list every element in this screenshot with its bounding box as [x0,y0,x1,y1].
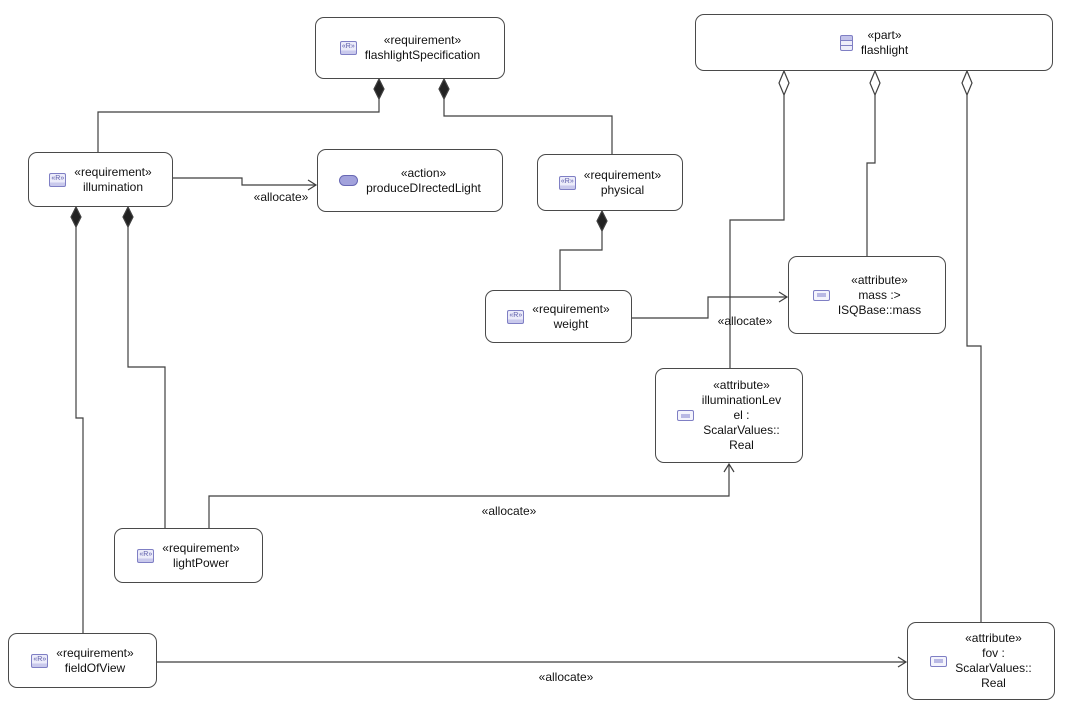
node-illumination[interactable]: «R» «requirement»illumination [28,152,173,207]
open-arrowhead-icon [897,656,908,668]
node-name: fieldOfView [64,660,126,675]
node-name: flashlightSpecification [364,48,481,62]
shared-diamond-icon [961,69,973,97]
attribute-icon [676,410,694,421]
requirement-icon: «R» [507,309,525,324]
allocate-label: «allocate» [481,504,537,518]
node-text: «requirement»illumination [74,165,151,195]
attribute-icon [812,289,830,301]
attribute-icon [930,655,948,667]
open-arrowhead-icon [307,179,318,191]
allocate-label: «allocate» [538,670,594,684]
edge-composition-spec-physical[interactable] [443,99,613,154]
node-name: lightPower [172,555,229,570]
edge-composition-spec-illumination[interactable] [97,99,380,152]
node-stereotype: «requirement» [162,540,240,555]
action-icon [339,175,359,186]
node-flashlightspecification[interactable]: «R» «requirement»flashlightSpecification [315,17,505,79]
edge-shared-flashlight-mass[interactable] [866,95,876,256]
shared-diamond-icon [778,69,790,97]
edge-shared-flashlight-illuminationlevel[interactable] [729,95,785,368]
shared-diamond-icon [869,69,881,97]
node-fov[interactable]: «attribute»fov : ScalarValues:: Real [907,622,1055,700]
node-name: illuminationLev el : ScalarValues:: Real [701,393,782,452]
node-physical[interactable]: «R» «requirement»physical [537,154,683,211]
allocate-label: «allocate» [253,190,309,204]
node-text: «requirement»flashlightSpecification [365,33,480,63]
node-text: «requirement»weight [532,302,609,332]
node-mass[interactable]: «attribute»mass :> ISQBase::mass [788,256,946,334]
requirement-icon: «R» [49,172,67,187]
requirement-icon: «R» [558,175,576,190]
open-arrowhead-icon [778,291,789,303]
node-illuminationlevel[interactable]: «attribute»illuminationLev el : ScalarVa… [655,368,803,463]
allocate-label: «allocate» [717,314,773,328]
edge-allocate-illumination-producedirectedlight[interactable] [173,177,315,186]
composition-diamond-icon [122,205,134,229]
node-stereotype: «requirement» [74,164,152,179]
node-flashlight[interactable]: «part»flashlight [695,14,1053,71]
composition-diamond-icon [596,209,608,233]
node-producedirectedlight[interactable]: «action»produceDIrectedLight [317,149,503,212]
open-arrowhead-icon [723,462,735,473]
node-name: flashlight [860,42,909,57]
node-text: «requirement»fieldOfView [56,646,133,676]
requirement-icon: «R» [31,653,49,668]
edge-composition-illumination-fieldofview[interactable] [75,227,84,633]
node-name: mass :> ISQBase::mass [837,287,922,317]
node-text: «attribute»mass :> ISQBase::mass [838,273,921,318]
node-text: «part»flashlight [861,28,908,58]
node-text: «attribute»illuminationLev el : ScalarVa… [702,378,781,453]
edge-composition-physical-weight[interactable] [559,231,603,290]
node-name: weight [553,316,589,331]
node-stereotype: «requirement» [532,301,610,316]
node-stereotype: «attribute» [965,631,1022,645]
node-stereotype: «part» [867,27,902,42]
node-stereotype: «attribute» [713,378,770,392]
edge-shared-flashlight-fov[interactable] [966,95,982,622]
node-stereotype: «attribute» [851,272,908,287]
composition-diamond-icon [70,205,82,229]
edge-composition-illumination-lightpower[interactable] [127,227,166,528]
edge-allocate-weight-mass[interactable] [632,296,786,319]
requirement-icon: «R» [339,41,357,55]
node-stereotype: «requirement» [383,33,462,47]
node-lightpower[interactable]: «R» «requirement»lightPower [114,528,263,583]
node-fieldofview[interactable]: «R» «requirement»fieldOfView [8,633,157,688]
part-icon [839,34,853,51]
node-text: «attribute»fov : ScalarValues:: Real [955,631,1031,691]
composition-diamond-icon [438,77,450,101]
node-name: produceDIrectedLight [366,180,481,195]
node-name: fov : ScalarValues:: Real [955,646,1032,690]
node-weight[interactable]: «R» «requirement»weight [485,290,632,343]
composition-diamond-icon [373,77,385,101]
node-text: «action»produceDIrectedLight [366,166,481,196]
node-name: physical [600,182,645,197]
node-text: «requirement»physical [584,168,661,198]
node-stereotype: «action» [400,165,447,180]
node-stereotype: «requirement» [56,645,134,660]
edge-allocate-lightpower-illuminationlevel[interactable] [208,465,730,528]
requirement-icon: «R» [137,548,155,563]
node-text: «requirement»lightPower [162,541,239,571]
node-stereotype: «requirement» [583,167,662,182]
node-name: illumination [82,179,143,194]
